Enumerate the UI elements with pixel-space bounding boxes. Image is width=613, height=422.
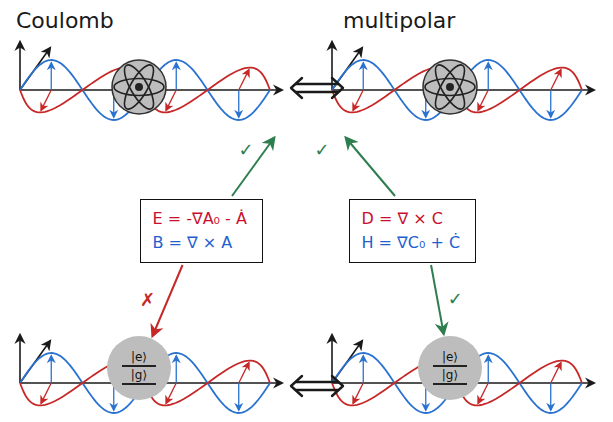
magnetic-wave: [332, 60, 582, 120]
field-vector: [488, 63, 489, 90]
field-vector: [41, 383, 51, 403]
field-vector: [550, 383, 551, 410]
wave-panel: [332, 335, 594, 413]
field-vector: [478, 383, 488, 403]
two-level-system: |e⟩ |g⟩: [418, 336, 482, 400]
level-label: |g⟩: [433, 369, 467, 385]
connector-arrow: [431, 265, 444, 334]
wave-panel: [20, 335, 282, 413]
arrow-stroke: [332, 376, 343, 396]
field-vector: [551, 70, 561, 90]
equation-text: D = ∇ × C: [362, 207, 443, 231]
equivalence-arrow: [291, 376, 343, 396]
field-vector: [551, 363, 561, 383]
verdict-mark: ✗: [138, 290, 157, 310]
arrow-stroke: [296, 381, 338, 383]
equation-box: E = -∇A₀ - ȦB = ∇ × A: [140, 199, 263, 263]
level-label: |e⟩: [433, 351, 467, 367]
atom-nucleus: [446, 83, 454, 91]
atom-disc: [112, 60, 166, 114]
equation-text: H = ∇C₀ + Ċ: [362, 231, 461, 255]
field-vector: [239, 70, 249, 90]
field-vector: [353, 383, 363, 403]
equation-text: B = ∇ × A: [153, 231, 233, 255]
atom-icon: [423, 60, 477, 114]
leader-arrow: [232, 138, 274, 196]
field-vector: [478, 90, 488, 110]
two-level-system: |e⟩ |g⟩: [107, 336, 171, 400]
field-vector: [51, 356, 52, 383]
arrow-stroke: [296, 83, 338, 85]
equivalence-arrow: [291, 78, 343, 98]
wave-panel: [20, 42, 282, 120]
atom-nucleus: [135, 83, 143, 91]
level-label: |g⟩: [122, 369, 156, 385]
leader-arrow: [346, 138, 395, 196]
atom-orbit: [119, 61, 159, 113]
verdict-mark: ✓: [446, 289, 465, 309]
equation-text: E = -∇A₀ - Ȧ: [153, 207, 247, 231]
equation-box: D = ∇ × CH = ∇C₀ + Ċ: [349, 199, 476, 263]
field-vector: [166, 383, 176, 403]
axis-line: [19, 335, 21, 383]
verdict-mark: ✓: [238, 139, 253, 161]
atom-orbit: [119, 61, 159, 113]
atom-orbit: [430, 61, 470, 113]
field-vector: [239, 363, 249, 383]
atom-orbit: [430, 61, 470, 113]
level-label: |e⟩: [122, 351, 156, 367]
field-vector: [41, 90, 51, 110]
atom-icon: [112, 60, 166, 114]
field-vector: [51, 63, 52, 90]
field-vector: [488, 356, 489, 383]
field-vector: [353, 90, 363, 110]
atom-orbit: [114, 79, 164, 96]
field-vector: [238, 383, 239, 410]
axis-line: [19, 42, 21, 90]
magnetic-wave: [20, 60, 270, 120]
field-vector: [363, 356, 364, 383]
verdict-mark: ✓: [314, 139, 329, 161]
field-vector: [176, 63, 177, 90]
field-vector: [238, 90, 239, 117]
arrow-stroke: [296, 91, 338, 93]
column-heading: Coulomb: [16, 8, 114, 34]
field-vector: [550, 90, 551, 117]
column-heading: multipolar: [343, 8, 455, 34]
arrow-stroke: [296, 389, 338, 391]
arrow-stroke: [332, 78, 343, 98]
field-vector: [176, 356, 177, 383]
arrow-stroke: [291, 376, 302, 396]
field-vector: [166, 90, 176, 110]
atom-disc: [423, 60, 477, 114]
wave-panel: [332, 42, 594, 120]
atom-orbit: [425, 79, 475, 96]
arrow-stroke: [291, 78, 302, 98]
field-vector: [363, 63, 364, 90]
